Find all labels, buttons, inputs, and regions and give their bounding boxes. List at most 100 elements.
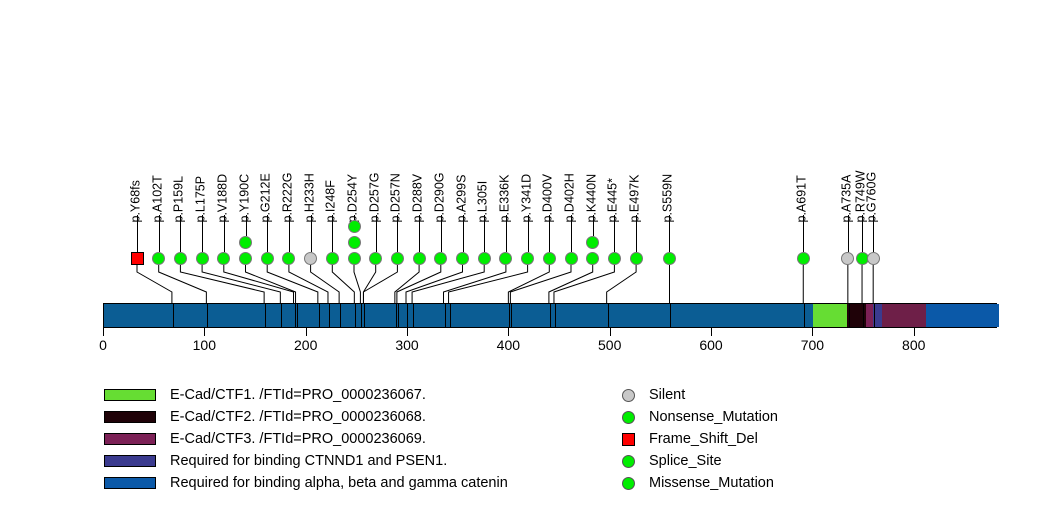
lollipop-head[interactable] — [796, 252, 810, 265]
legend-variant-row[interactable]: Nonsense_Mutation — [622, 409, 778, 425]
bar-mutation-tick — [804, 304, 806, 327]
protein-domain[interactable] — [925, 304, 999, 327]
bar-mutation-tick — [407, 304, 408, 327]
legend-domain-row[interactable]: E-Cad/CTF1. /FTId=PRO_0000236067. — [104, 387, 426, 403]
bar-mutation-tick — [554, 304, 556, 327]
lollipop-head[interactable] — [521, 252, 535, 265]
lollipop-stem — [202, 215, 204, 252]
legend-variant-row[interactable]: Frame_Shift_Del — [622, 431, 758, 447]
bar-mutation-tick — [848, 304, 850, 327]
axis-tick — [711, 328, 713, 336]
mutation-label: p.D288V — [410, 173, 425, 223]
lollipop-head[interactable] — [499, 252, 513, 265]
lollipop-head[interactable] — [239, 252, 252, 265]
lollipop-stem — [440, 215, 442, 252]
mutation-label: p.D257N — [388, 173, 403, 223]
lollipop-head[interactable] — [130, 252, 144, 265]
bar-mutation-tick — [296, 304, 298, 327]
lollipop-head[interactable] — [866, 252, 880, 265]
lollipop-stem — [847, 215, 849, 252]
lollipop-stem — [332, 215, 334, 252]
lollipop-head[interactable] — [456, 252, 469, 265]
axis-tick-label: 300 — [395, 337, 419, 353]
lollipop-head[interactable] — [841, 252, 855, 265]
lollipop-stem — [245, 215, 247, 236]
lollipop-head[interactable] — [586, 236, 600, 249]
lollipop-head[interactable] — [564, 252, 578, 265]
lollipop-stem — [873, 215, 875, 252]
lollipop-head[interactable] — [662, 252, 676, 265]
lollipop-head[interactable] — [629, 252, 643, 265]
bar-mutation-tick — [364, 304, 366, 327]
bar-mutation-tick — [395, 304, 397, 327]
legend-domain-row[interactable]: E-Cad/CTF3. /FTId=PRO_0000236069. — [104, 431, 426, 447]
lollipop-stem — [571, 215, 572, 252]
lollipop-head[interactable] — [152, 252, 166, 265]
lollipop-head[interactable] — [173, 252, 187, 265]
lollipop-stem — [462, 215, 464, 252]
legend-color-swatch — [104, 411, 156, 423]
legend-variant-row[interactable]: Silent — [622, 387, 685, 403]
lollipop-head[interactable] — [347, 220, 361, 233]
lollipop-head[interactable] — [304, 252, 318, 265]
legend-domain-row[interactable]: E-Cad/CTF2. /FTId=PRO_0000236068. — [104, 409, 426, 425]
legend-variant-row[interactable]: Missense_Mutation — [622, 475, 774, 491]
lollipop-head[interactable] — [325, 252, 339, 265]
bar-mutation-tick — [607, 304, 609, 327]
lollipop-stem — [158, 215, 160, 252]
axis-tick-label: 200 — [293, 337, 318, 353]
mutation-label: p.E497K — [627, 174, 642, 223]
lollipop-head[interactable] — [477, 252, 491, 265]
protein-domain[interactable] — [866, 304, 874, 327]
legend-domain-row[interactable]: Required for binding CTNND1 and PSEN1. — [104, 453, 447, 469]
protein-domain[interactable] — [813, 304, 847, 327]
mutation-label: p.D257G — [367, 172, 382, 223]
protein-domain[interactable] — [846, 304, 867, 327]
protein-bar[interactable] — [103, 303, 999, 328]
bar-mutation-tick — [207, 304, 209, 327]
legend-color-swatch — [104, 433, 156, 445]
lollipop-head[interactable] — [412, 252, 426, 265]
lollipop-head[interactable] — [347, 236, 361, 249]
lollipop-stem — [223, 215, 225, 252]
lollipop-stem — [862, 215, 864, 252]
mutation-label: p.P159L — [171, 175, 186, 223]
axis-tick — [103, 328, 104, 336]
legend-variant-circle-marker — [622, 454, 635, 468]
lollipop-head[interactable] — [282, 252, 296, 265]
lollipop-head[interactable] — [434, 252, 448, 265]
legend-variant-row[interactable]: Splice_Site — [622, 453, 722, 469]
lollipop-head[interactable] — [347, 252, 361, 265]
mutation-label: p.R222G — [280, 172, 295, 223]
legend-variant-circle-marker — [622, 410, 635, 424]
mutation-label: p.D290G — [432, 172, 447, 223]
legend-color-swatch — [104, 477, 156, 489]
mutation-label: p.H233H — [302, 173, 317, 223]
mutation-label: p.A691T — [794, 175, 809, 223]
lollipop-head[interactable] — [260, 252, 274, 265]
lollipop-head[interactable] — [217, 252, 231, 265]
lollipop-head[interactable] — [607, 252, 621, 265]
mutation-label: p.A102T — [150, 175, 165, 223]
mutation-label: p.G760G — [864, 171, 879, 223]
bar-mutation-tick — [294, 304, 296, 327]
legend-domain-label: E-Cad/CTF2. /FTId=PRO_0000236068. — [170, 409, 426, 425]
bar-mutation-tick — [355, 304, 357, 327]
bar-mutation-tick — [172, 304, 174, 327]
lollipop-head[interactable] — [195, 252, 209, 265]
legend-domain-row[interactable]: Required for binding alpha, beta and gam… — [104, 475, 508, 491]
lollipop-head[interactable] — [239, 236, 252, 249]
protein-domain[interactable] — [882, 304, 926, 327]
lollipop-head[interactable] — [390, 252, 404, 265]
mutation-label: p.G212E — [258, 173, 273, 223]
lollipop-stem — [267, 215, 269, 252]
mutation-label: p.Y190C — [237, 173, 251, 223]
lollipop-head[interactable] — [542, 252, 556, 265]
lollipop-stem — [354, 215, 355, 220]
lollipop-head[interactable] — [369, 252, 383, 265]
lollipop-stem — [505, 215, 507, 252]
lollipop-head[interactable] — [586, 252, 600, 265]
bar-mutation-tick — [874, 304, 876, 327]
protein-domain[interactable] — [873, 304, 883, 327]
bar-mutation-tick — [328, 304, 330, 327]
